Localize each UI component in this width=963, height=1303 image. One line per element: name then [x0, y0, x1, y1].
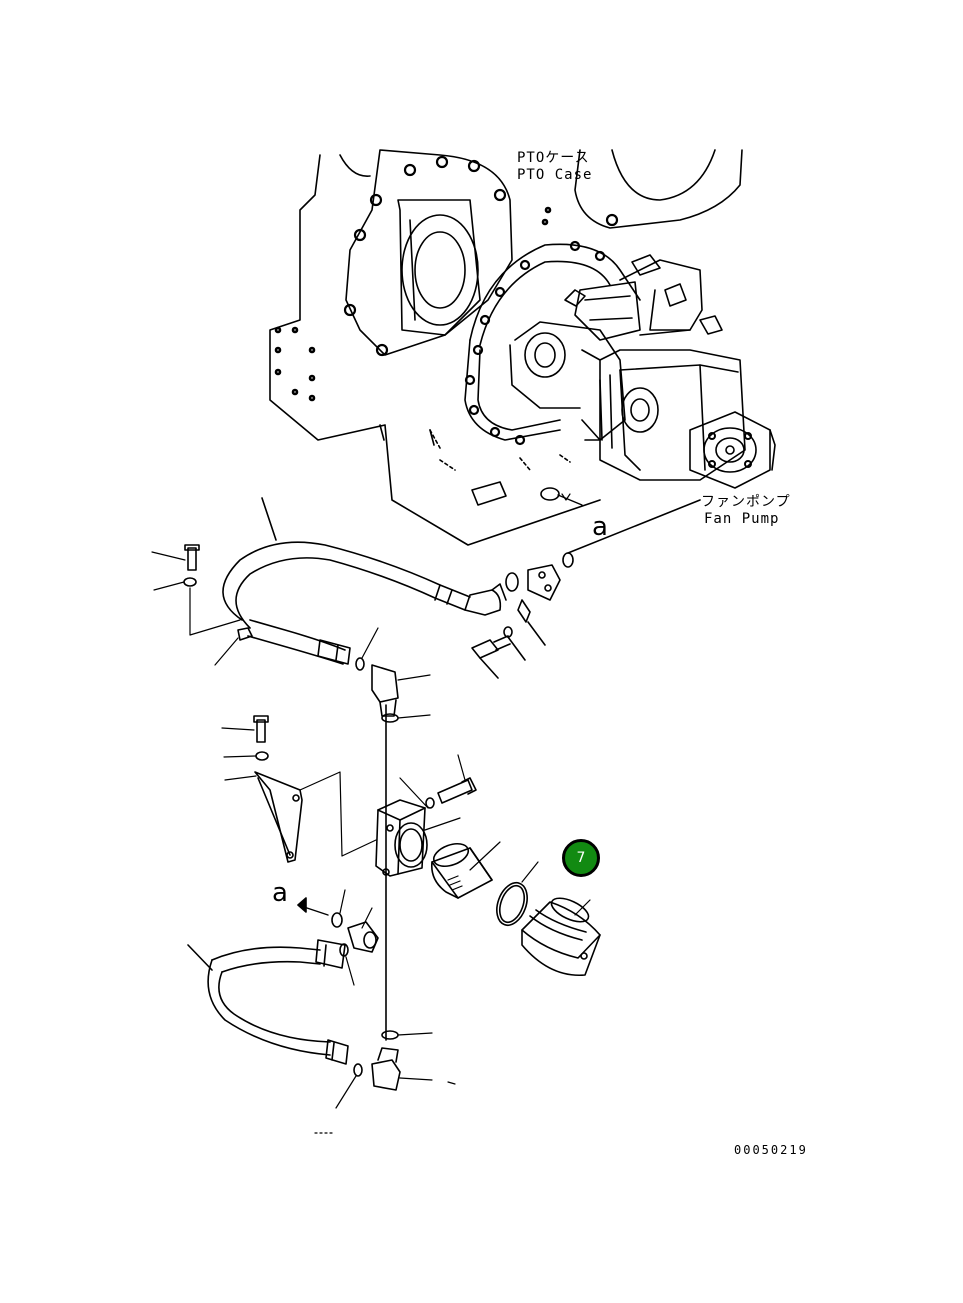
upper-left-hardware [151, 544, 431, 717]
lower-hose [187, 889, 456, 1134]
fan-pump-label-en: Fan Pump [704, 511, 780, 527]
pto-case-label-jp: PTOケース [517, 150, 590, 166]
o-ring [496, 861, 539, 927]
filter-head [221, 704, 477, 1041]
part-callout-7[interactable]: 7 [562, 839, 600, 877]
pto-case-housing [269, 149, 743, 546]
fan-pump-label-jp: ファンポンプ [701, 494, 791, 510]
upper-hose [222, 497, 507, 665]
upper-fittings [471, 481, 701, 679]
view-mark-a-top: a [592, 512, 608, 542]
pump-assembly [464, 240, 746, 481]
fan-pump [689, 411, 776, 489]
drawing-number: 00050219 [734, 1143, 808, 1157]
view-mark-a-bottom: a [272, 878, 288, 908]
pto-case-label-en: PTO Case [517, 167, 593, 183]
filter-element [430, 841, 501, 899]
filter-cartridge [521, 897, 601, 977]
